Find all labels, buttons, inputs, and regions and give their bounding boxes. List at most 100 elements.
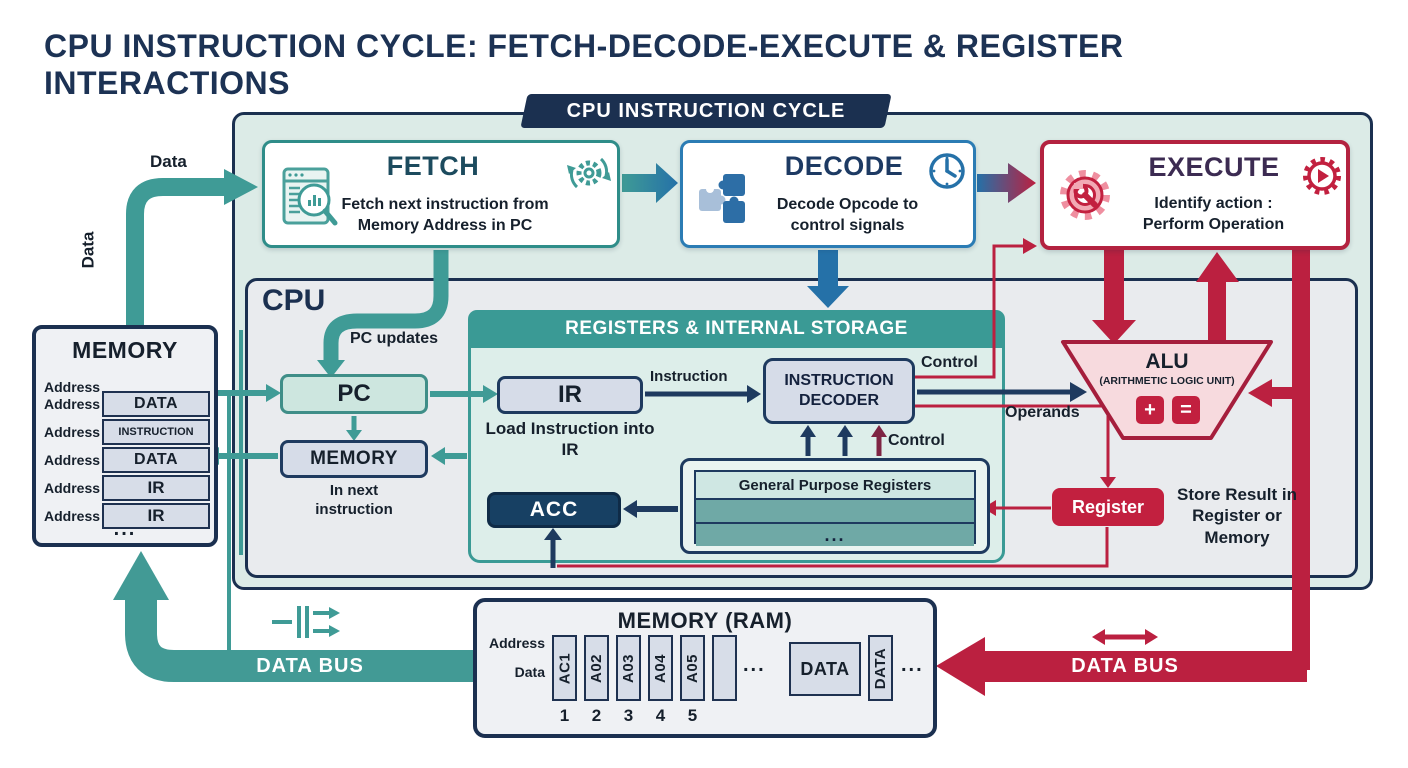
cpu-label: CPU — [262, 284, 326, 317]
teal-vertical-lines — [227, 330, 243, 652]
panel-to-memory-arrow — [431, 447, 467, 465]
memory-row: Address DATA — [44, 447, 216, 473]
ram-data-label: Data — [514, 664, 545, 680]
memory-row: Address — [44, 376, 216, 398]
page-title: CPU INSTRUCTION CYCLE: FETCH-DECODE-EXEC… — [44, 28, 1124, 101]
ir-to-decoder-arrow — [645, 385, 761, 403]
gear-play-icon — [1300, 154, 1344, 203]
ir-register: IR — [497, 376, 643, 414]
memory-node: MEMORY — [280, 440, 428, 478]
ram-cell: A04 — [648, 635, 673, 701]
browser-search-icon — [281, 163, 339, 234]
store-result-label: Store Result in Register or Memory — [1177, 485, 1297, 547]
data-bus-left — [113, 551, 479, 682]
gpr-header-row: General Purpose Registers — [696, 472, 974, 500]
register-feedback-line — [557, 527, 1109, 568]
registers-panel-header: REGISTERS & INTERNAL STORAGE — [468, 310, 1005, 348]
memory-left-title: MEMORY — [72, 337, 178, 363]
memory-pc-arrow — [218, 384, 281, 402]
clock-icon — [927, 151, 967, 196]
arrow-decode-execute — [977, 163, 1036, 203]
ram-data-wide-value: DATA — [800, 658, 850, 679]
gpr-dots: ... — [696, 524, 974, 546]
memory-address-label: Address — [44, 452, 101, 468]
ram-number: 3 — [623, 706, 634, 725]
load-ir-label: Load Instruction into IR — [485, 419, 655, 460]
acc-register: ACC — [487, 492, 621, 528]
memory-row: Address IR — [44, 475, 216, 501]
data-bus-left-label: DATA BUS — [256, 655, 364, 677]
memory-row: Address IR — [44, 503, 216, 529]
decoder-to-alu-arrow — [917, 382, 1087, 402]
ram-cell-value: A02 — [588, 653, 605, 683]
ram-cell-value: A04 — [652, 653, 669, 683]
register-to-gpr-arrow — [983, 500, 1051, 516]
ram-number: 5 — [687, 706, 698, 725]
acc-up-arrow — [544, 528, 562, 568]
alu-title: ALU — [1145, 350, 1189, 373]
pc-memory-arrow — [346, 416, 362, 441]
pc-updates-label: PC updates — [350, 330, 439, 347]
memory-address-label: Address — [44, 379, 101, 395]
decode-box: DECODE Decode Opcode to control signals — [680, 140, 976, 248]
alu-plus-icon: + — [1136, 396, 1164, 424]
gpr-to-decoder-arrows — [800, 425, 887, 456]
instruction-decoder: INSTRUCTION DECODER — [763, 358, 915, 424]
bus-split-icon — [272, 606, 340, 638]
pc-register: PC — [280, 374, 428, 414]
ram-number: 2 — [591, 706, 602, 725]
execute-title: EXECUTE — [1148, 152, 1280, 182]
execute-alu-down-arrow — [1092, 250, 1136, 344]
ram-title: MEMORY (RAM) — [617, 608, 793, 633]
ram-dots-left: ... — [743, 654, 766, 676]
ram-cell: A03 — [616, 635, 641, 701]
ram-data-tall-value: DATA — [872, 647, 889, 689]
gear-refresh-icon — [567, 151, 611, 200]
memory-cell: DATA — [102, 447, 210, 473]
ram-box: MEMORY (RAM) Address Data AC1 A02 A03 A0… — [473, 598, 937, 738]
alu-equals-icon: = — [1172, 396, 1200, 424]
pipe-fetch-to-pc — [317, 250, 449, 378]
in-next-instruction-label: In next instruction — [315, 482, 393, 518]
ram-cell: AC1 — [552, 635, 577, 701]
memory-cell: INSTRUCTION — [102, 419, 210, 445]
ram-data-tall-cell: DATA — [868, 635, 893, 701]
control-line-decoder-execute — [915, 238, 1037, 379]
ram-address-label: Address — [488, 635, 545, 651]
memory-address-label: Address — [44, 396, 101, 412]
ram-cell-empty — [712, 635, 737, 701]
data-bus-right-label: DATA BUS — [1071, 655, 1179, 677]
execute-box: EXECUTE Identify action : Perform Operat… — [1040, 140, 1350, 250]
ram-cell-value: A03 — [620, 653, 637, 683]
execute-data-bus-line — [1292, 250, 1310, 670]
ram-cell: A02 — [584, 635, 609, 701]
register-button: Register — [1052, 488, 1164, 526]
instruction-label: Instruction — [650, 368, 728, 385]
decode-desc: Decode Opcode to control signals — [776, 196, 919, 234]
alu-shape — [1061, 340, 1273, 440]
gpr-table: General Purpose Registers ... — [694, 470, 976, 546]
gear-wrench-icon — [1056, 166, 1114, 229]
cycle-banner: CPU INSTRUCTION CYCLE — [524, 94, 888, 128]
ram-data-wide-cell: DATA — [789, 642, 861, 696]
fetch-title: FETCH — [386, 151, 480, 181]
pipe-memory-to-fetch — [126, 169, 258, 328]
control-label-bottom: Control — [888, 432, 945, 449]
gpr-row — [696, 500, 974, 524]
operands-label: Operands — [1005, 404, 1080, 421]
ram-cell: A05 — [680, 635, 705, 701]
data-label-top: Data — [150, 152, 187, 171]
memory-cell: IR — [102, 475, 210, 501]
decode-title: DECODE — [784, 151, 904, 181]
memory-row: Address INSTRUCTION — [44, 419, 216, 445]
cycle-banner-label: CPU INSTRUCTION CYCLE — [566, 100, 846, 122]
memory-cell: DATA — [102, 391, 210, 417]
arrow-fetch-decode — [622, 163, 678, 203]
ram-number: 1 — [559, 706, 570, 725]
memory-row: Address DATA — [44, 391, 216, 417]
memory-cell: IR — [102, 503, 210, 529]
memory-left-dots: ... — [113, 518, 137, 540]
ram-number: 4 — [655, 706, 666, 725]
execute-desc: Identify action : Perform Operation — [1142, 195, 1285, 233]
